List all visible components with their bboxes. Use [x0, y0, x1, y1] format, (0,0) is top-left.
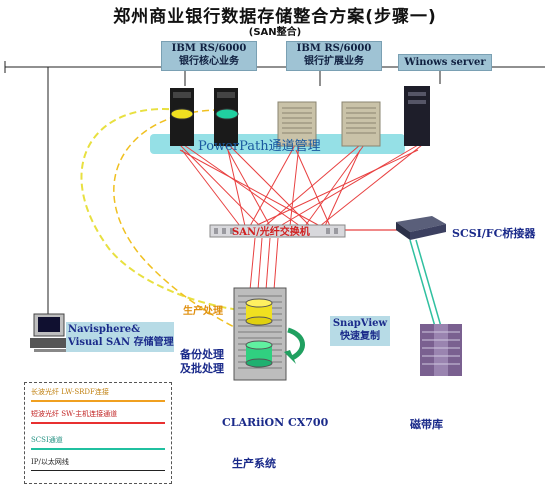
storage-name: CLARiiON CX700 — [222, 416, 329, 429]
system-name: 生产系统 — [232, 457, 276, 470]
lw-srdf-link-2 — [113, 109, 241, 331]
bridge-label: SCSI/FC桥接器 — [452, 227, 536, 240]
ibm-core-label: IBM RS/6000 银行核心业务 — [161, 41, 257, 71]
ibm-ext-label: IBM RS/6000 银行扩展业务 — [286, 41, 382, 71]
scsi-fc-bridge — [396, 216, 446, 240]
clariion-storage — [233, 287, 287, 381]
legend-scsi: SCSI通道 — [31, 435, 165, 450]
navisphere-label: Navisphere& Visual SAN 存储管理 — [66, 322, 174, 352]
powerpath-label: PowerPath通道管理 — [198, 139, 321, 154]
ibm-core-server-1 — [170, 88, 194, 146]
snapview-label: SnapView 快速复制 — [330, 316, 390, 346]
ibm-ext-server-2 — [341, 101, 381, 147]
legend-lw: 长波光纤 LW-SRDF连接 — [31, 387, 165, 402]
windows-server — [404, 86, 430, 146]
scsi-link-2 — [415, 239, 443, 331]
snapview-arrowhead — [284, 350, 296, 364]
legend-ip: IP/以太网线 — [31, 457, 165, 471]
snapview-arrow — [287, 327, 305, 361]
page-title: 郑州商业银行数据存储整合方案(步骤一) — [113, 7, 437, 27]
fiber-server-switch — [179, 144, 423, 227]
ibm-ext-server-1 — [277, 101, 317, 147]
lw-srdf-link — [80, 108, 241, 311]
legend: 长波光纤 LW-SRDF连接 短波光纤 SW-主机连接通道 SCSI通道 IP/… — [24, 382, 172, 484]
scsi-link-1 — [409, 239, 437, 331]
ibm-core-server-2 — [214, 88, 239, 146]
legend-sw: 短波光纤 SW-主机连接通道 — [31, 409, 165, 424]
backup-label: 备份处理 及批处理 — [180, 348, 224, 375]
san-switch-label: SAN/光纤交换机 — [232, 227, 310, 238]
page-subtitle: (SAN整合) — [248, 27, 302, 38]
windows-server-label: Winows server — [398, 54, 492, 71]
tape-library — [420, 324, 462, 376]
san-switch — [209, 224, 346, 238]
tape-name: 磁带库 — [410, 418, 443, 431]
workstation — [30, 313, 70, 352]
production-label: 生产处理 — [183, 306, 223, 317]
fiber-switch-storage — [249, 237, 279, 291]
